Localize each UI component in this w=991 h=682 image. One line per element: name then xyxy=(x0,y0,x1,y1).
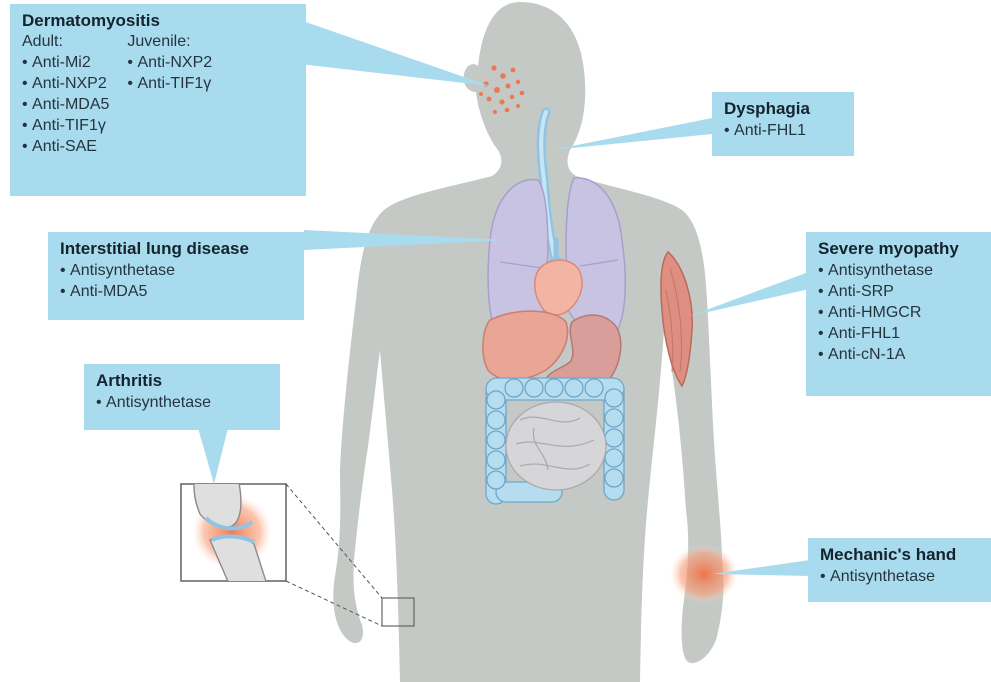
list-item: Anti-cN-1A xyxy=(818,344,981,365)
pointer-arthritis xyxy=(198,428,228,484)
list-item: Anti-MDA5 xyxy=(60,281,294,302)
list-item: Anti-FHL1 xyxy=(818,323,981,344)
callout-mechanics-hand: Mechanic's hand Antisynthetase xyxy=(808,538,991,602)
joint-inset xyxy=(181,470,286,600)
callout-title: Mechanic's hand xyxy=(820,544,981,565)
list-item: Anti-FHL1 xyxy=(724,120,844,141)
list-item: Antisynthetase xyxy=(818,260,981,281)
callout-title: Dermatomyositis xyxy=(22,10,296,31)
list-item: Anti-MDA5 xyxy=(22,94,109,115)
list-item: Anti-SAE xyxy=(22,136,109,157)
list-item: Antisynthetase xyxy=(820,566,981,587)
list-item: Anti-TIF1γ xyxy=(127,73,212,94)
juvenile-column: Juvenile: Anti-NXP2 Anti-TIF1γ xyxy=(127,32,212,157)
adult-column: Adult: Anti-Mi2 Anti-NXP2 Anti-MDA5 Anti… xyxy=(22,32,109,157)
list-item: Anti-HMGCR xyxy=(818,302,981,323)
callout-arthritis: Arthritis Antisynthetase xyxy=(84,364,280,430)
list-item: Anti-Mi2 xyxy=(22,52,109,73)
callout-interstitial-lung-disease: Interstitial lung disease Antisynthetase… xyxy=(48,232,304,320)
callout-title: Interstitial lung disease xyxy=(60,238,294,259)
pointer-myopathy xyxy=(690,270,814,316)
list-item: Anti-TIF1γ xyxy=(22,115,109,136)
list-item: Anti-NXP2 xyxy=(127,52,212,73)
callout-severe-myopathy: Severe myopathy Antisynthetase Anti-SRP … xyxy=(806,232,991,396)
small-intestine xyxy=(506,402,606,490)
juvenile-label: Juvenile: xyxy=(127,32,212,52)
pointer-dermatomyositis xyxy=(300,20,490,86)
list-item: Antisynthetase xyxy=(60,260,294,281)
callout-title: Arthritis xyxy=(96,370,270,391)
callout-title: Dysphagia xyxy=(724,98,844,119)
list-item: Anti-SRP xyxy=(818,281,981,302)
callout-title: Severe myopathy xyxy=(818,238,981,259)
callout-dysphagia: Dysphagia Anti-FHL1 xyxy=(712,92,854,156)
callout-dermatomyositis: Dermatomyositis Adult: Anti-Mi2 Anti-NXP… xyxy=(10,4,306,196)
adult-label: Adult: xyxy=(22,32,109,52)
list-item: Anti-NXP2 xyxy=(22,73,109,94)
list-item: Antisynthetase xyxy=(96,392,270,413)
